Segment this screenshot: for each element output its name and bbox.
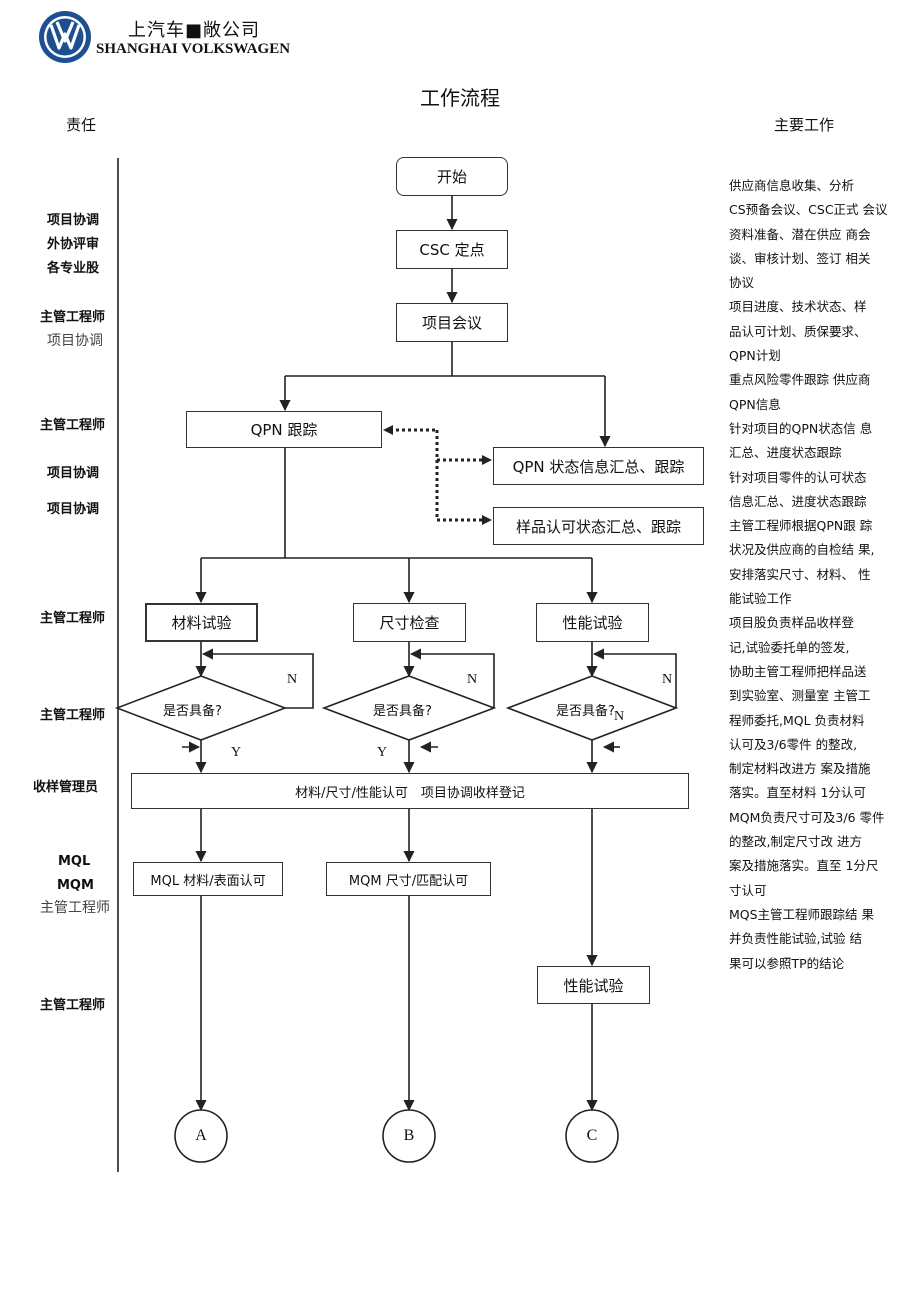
role-label: 各专业股: [47, 261, 100, 276]
role-label: 外协评审: [47, 237, 100, 252]
note-line: 记,试验委托单的签发,: [729, 639, 850, 655]
note-line: 果可以参照TP的结论: [729, 955, 845, 971]
note-line: 项目股负责样品收样登: [729, 615, 855, 631]
company-name-en: SHANGHAI VOLKSWAGEN: [96, 41, 291, 57]
company-name-cn: 上汽车■敞公司: [128, 20, 261, 41]
note-line: 汇总、进度状态跟踪: [729, 445, 842, 461]
role-label: 收样管理员: [33, 780, 99, 795]
note-line: 程师委托,MQL 负责材料: [729, 712, 865, 728]
note-line: 协议: [729, 275, 755, 291]
role-label: 项目协调: [47, 466, 100, 481]
mqm-box: MQM 尺寸/匹配认可: [326, 862, 491, 896]
note-line: 寸认可: [729, 882, 767, 898]
decision-label-performance: 是否具备?: [556, 704, 615, 719]
role-label: 主管工程师: [40, 418, 106, 433]
note-line: QPN信息: [729, 396, 781, 412]
note-line: 的整改,制定尺寸改 进方: [729, 834, 862, 850]
register-box: 材料/尺寸/性能认可 项目协调收样登记: [131, 773, 689, 809]
role-label: MQL: [58, 854, 91, 869]
connector-a-label: A: [195, 1127, 207, 1144]
connector-a: [174, 1109, 228, 1163]
note-line: 能试验工作: [729, 591, 792, 607]
note-line: 重点风险零件跟踪 供应商: [729, 372, 871, 388]
performance-test-box: 性能试验: [536, 603, 649, 642]
role-label: MQM: [57, 878, 94, 893]
note-line: 项目进度、技术状态、样: [729, 299, 867, 315]
connector-b-label: B: [403, 1127, 415, 1144]
responsibility-header: 责任: [66, 116, 97, 134]
note-line: 并负责性能试验,试验 结: [729, 931, 862, 947]
role-label: 主管工程师: [40, 900, 110, 916]
sample-status-box: 样品认可状态汇总、跟踪: [493, 507, 704, 545]
note-line: 协助主管工程师把样品送: [729, 663, 867, 679]
main-work-header: 主要工作: [774, 116, 835, 134]
note-line: 主管工程师根据QPN跟 踪: [729, 518, 873, 534]
note-line: 谈、审核计划、签订 相关: [729, 250, 871, 266]
mql-box: MQL 材料/表面认可: [133, 862, 283, 896]
note-line: 供应商信息收集、分析: [729, 178, 855, 193]
note-line: 制定材料改进方 案及措施: [729, 761, 871, 777]
note-line: 信息汇总、进度状态跟踪: [729, 493, 867, 509]
note-line: 品认可计划、质保要求、: [729, 323, 867, 339]
main-work-notes: 供应商信息收集、分析 CS预备会议、CSC正式 会议 资料准备、潜在供应 商会 …: [729, 174, 901, 976]
vw-logo-icon: [38, 10, 92, 64]
note-line: 针对项目的QPN状态信 息: [729, 420, 873, 436]
decision-diamond-performance: [505, 675, 679, 741]
performance-test-box-2: 性能试验: [537, 966, 650, 1004]
note-line: CS预备会议、CSC正式 会议: [729, 202, 888, 218]
role-label: 项目协调: [47, 333, 103, 349]
yes-label-dimension: Y: [377, 745, 388, 760]
connector-b: [382, 1109, 436, 1163]
material-test-box: 材料试验: [145, 603, 258, 642]
note-line: QPN计划: [729, 348, 781, 364]
yes-label-material: Y: [231, 745, 242, 760]
connector-c: [565, 1109, 619, 1163]
qpn-track-box: QPN 跟踪: [186, 411, 382, 448]
page-title: 工作流程: [420, 86, 500, 110]
dimension-check-box: 尺寸检查: [353, 603, 466, 642]
role-label: 主管工程师: [40, 998, 106, 1013]
no-label-performance-2: N: [614, 709, 625, 724]
csc-box: CSC 定点: [396, 230, 508, 269]
note-line: 认可及3/6零件 的整改,: [729, 736, 858, 752]
decision-diamond-material: [114, 675, 288, 741]
role-label: 主管工程师: [40, 310, 106, 325]
start-box: 开始: [396, 157, 508, 196]
note-line: MQM负责尺寸可及3/6 零件: [729, 809, 885, 825]
role-label: 主管工程师: [40, 708, 106, 723]
decision-label-dimension: 是否具备?: [373, 704, 432, 719]
note-line: 到实验室、测量室 主管工: [729, 688, 871, 704]
note-line: 针对项目零件的认可状态: [729, 469, 867, 485]
roles-column: 项目协调 外协评审 各专业股 主管工程师 项目协调 主管工程师 项目协调 项目协…: [0, 0, 120, 1302]
note-line: MQS主管工程师跟踪结 果: [729, 906, 875, 922]
role-label: 主管工程师: [40, 611, 106, 626]
note-line: 案及措施落实。直至 1分尺: [729, 858, 879, 874]
note-line: 落实。直至材料 1分认可: [729, 785, 866, 801]
qpn-status-box: QPN 状态信息汇总、跟踪: [493, 447, 704, 485]
note-line: 资料准备、潜在供应 商会: [729, 226, 871, 242]
decision-diamond-dimension: [321, 675, 497, 741]
decision-label-material: 是否具备?: [163, 704, 222, 719]
role-label: 项目协调: [47, 502, 100, 517]
meeting-box: 项目会议: [396, 303, 508, 342]
role-label: 项目协调: [47, 213, 100, 228]
note-line: 状况及供应商的自检结 果,: [729, 542, 875, 558]
note-line: 安排落实尺寸、材料、 性: [729, 566, 871, 582]
no-label-dimension: N: [467, 672, 478, 687]
no-label-material: N: [287, 672, 298, 687]
no-label-performance: N: [662, 672, 673, 687]
connector-c-label: C: [586, 1127, 598, 1144]
